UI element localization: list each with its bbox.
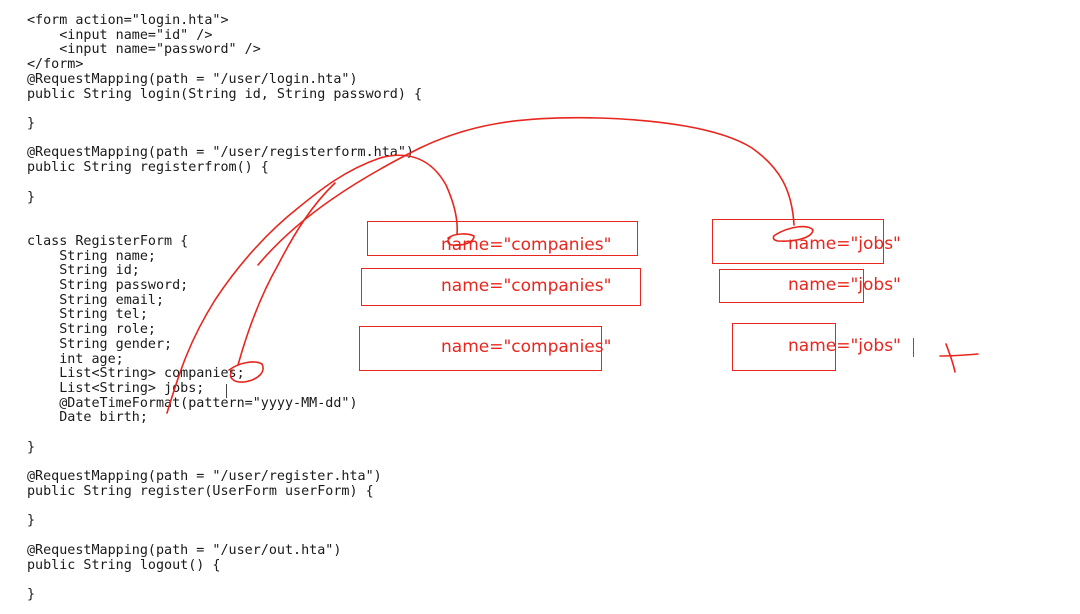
code-line: String password; — [27, 277, 189, 293]
companies-label-2: name="companies" — [441, 276, 612, 296]
code-line: <input name="id" /> — [27, 27, 213, 43]
code-line: } — [27, 439, 36, 455]
code-line: @RequestMapping(path = "/user/register.h… — [27, 469, 382, 485]
jobs-label-2: name="jobs" — [788, 275, 901, 295]
jobs-label-1: name="jobs" — [788, 234, 901, 254]
code-line: List<String> companies; — [27, 366, 245, 382]
code-line: } — [27, 513, 36, 529]
code-line: <form action="login.hta"> — [27, 13, 229, 28]
code-line: <input name="password" /> — [27, 42, 261, 58]
cross-mark-horizontal — [939, 353, 979, 357]
code-line: } — [27, 587, 36, 603]
code-line: String email; — [27, 292, 165, 308]
code-line: @DateTimeFormat(pattern="yyyy-MM-dd") — [27, 395, 358, 411]
code-line: @RequestMapping(path = "/user/registerfo… — [27, 145, 414, 161]
code-line: public String logout() { — [27, 557, 221, 573]
companies-secondary-stroke — [237, 182, 336, 366]
code-line: String name; — [27, 248, 156, 264]
code-line: String tel; — [27, 307, 148, 323]
code-line: </form> — [27, 57, 84, 73]
code-line: class RegisterForm { — [27, 233, 189, 249]
code-line: public String register(UserForm userForm… — [27, 484, 374, 500]
text-caret — [913, 338, 914, 357]
code-line: @RequestMapping(path = "/user/out.hta") — [27, 542, 342, 558]
jobs-label-3: name="jobs" — [788, 336, 901, 356]
code-line: public String registerfrom() { — [27, 160, 269, 176]
jobs-input-box-3 — [732, 323, 836, 371]
code-line: } — [27, 116, 36, 132]
code-line: } — [27, 189, 36, 205]
code-line: String id; — [27, 263, 140, 279]
companies-label-1: name="companies" — [441, 235, 612, 255]
code-line: Date birth; — [27, 410, 148, 426]
cross-mark-vertical — [945, 343, 956, 373]
code-line: @RequestMapping(path = "/user/login.hta"… — [27, 71, 358, 87]
code-line: String role; — [27, 322, 156, 338]
code-caret — [226, 384, 227, 398]
code-line: List<String> jobs; — [27, 381, 205, 396]
code-line: public String login(String id, String pa… — [27, 86, 423, 102]
code-line: String gender; — [27, 336, 173, 352]
code-line: int age; — [27, 351, 124, 367]
companies-label-3: name="companies" — [441, 337, 612, 357]
jobs-input-box-2 — [719, 269, 864, 303]
